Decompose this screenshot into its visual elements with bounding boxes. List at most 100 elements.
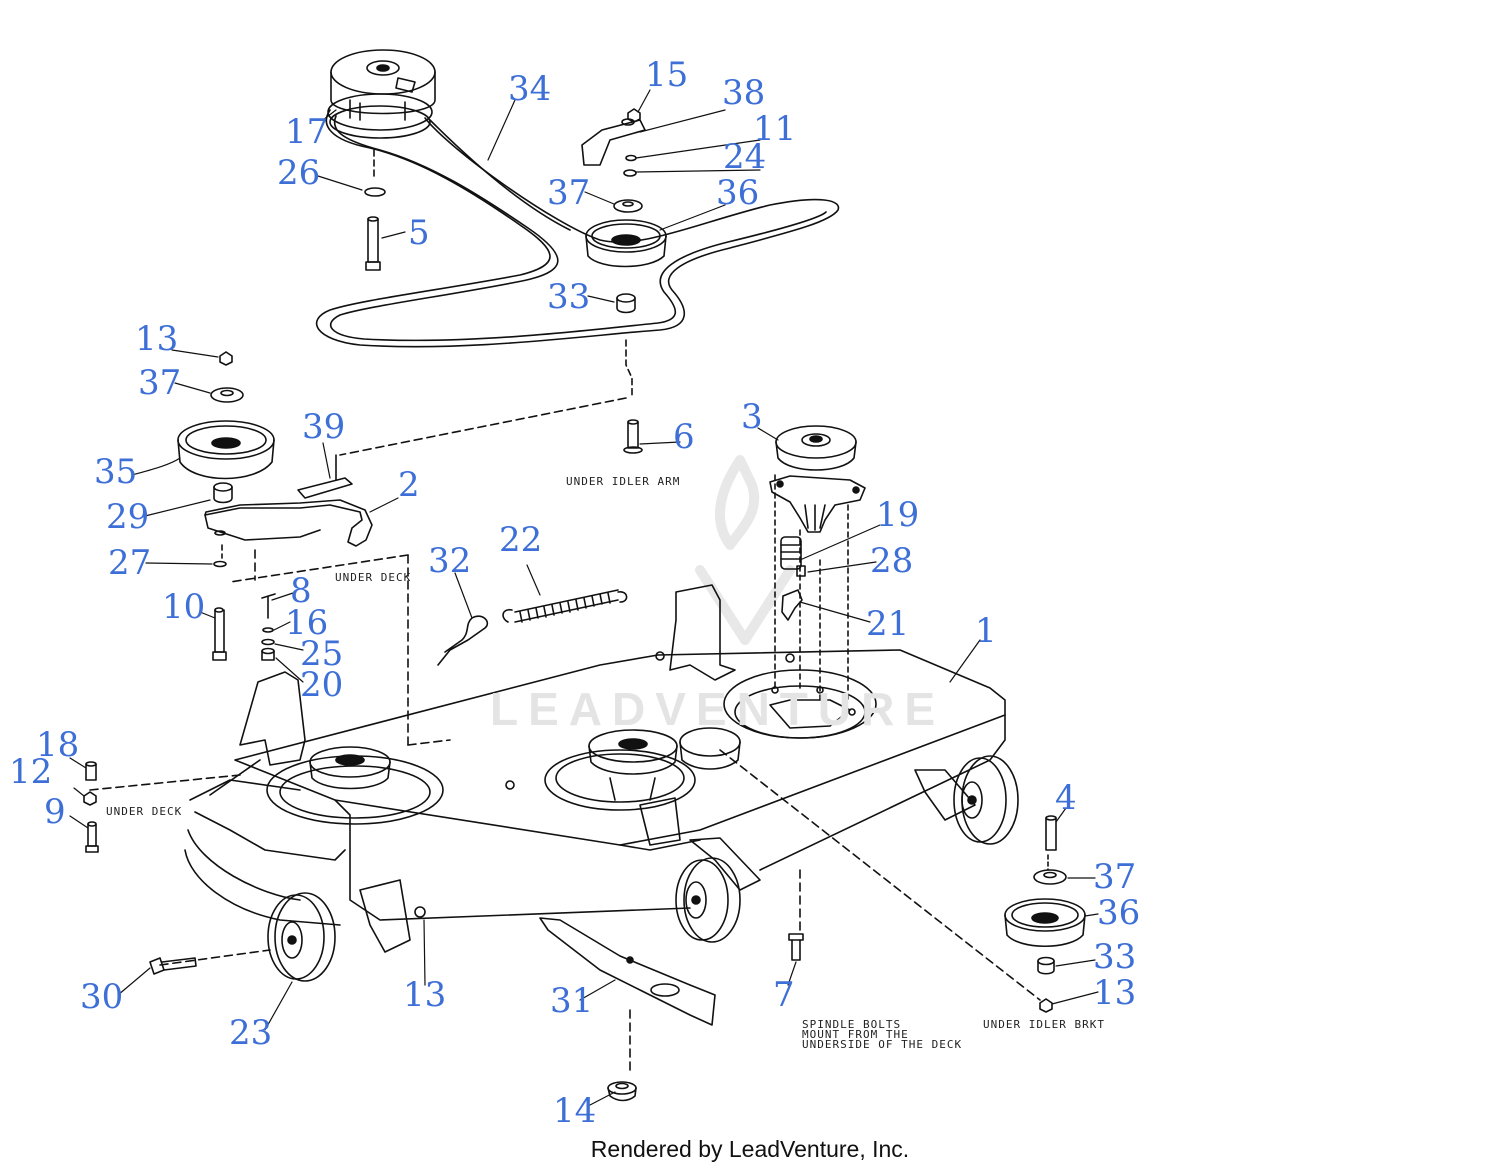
callout-13-right[interactable]: 13 — [1093, 973, 1137, 1013]
callout-15[interactable]: 15 — [645, 55, 689, 95]
callout-36-top[interactable]: 36 — [716, 173, 760, 213]
callout-12[interactable]: 12 — [9, 752, 53, 792]
pin-8 — [261, 593, 276, 619]
callout-29[interactable]: 29 — [106, 497, 150, 537]
deck-bracket-left — [239, 671, 306, 766]
spacer-18 — [85, 761, 97, 781]
bearing-37-right — [1033, 869, 1067, 885]
watermark-logo — [695, 455, 795, 645]
callout-22[interactable]: 22 — [499, 520, 543, 560]
deck-front-bracket — [689, 837, 761, 891]
bolt-9 — [85, 821, 99, 853]
idler-pulley-36-right — [1004, 898, 1086, 948]
rod-32 — [437, 615, 489, 666]
bolt-4 — [1045, 815, 1057, 851]
bolt-5 — [365, 216, 381, 271]
idler-pulley-36-top — [585, 219, 667, 268]
deck-pulley-center — [588, 729, 678, 801]
callout-2[interactable]: 2 — [398, 465, 420, 505]
deck-1 — [184, 649, 1006, 926]
washer-27 — [213, 560, 227, 568]
washer-26 — [364, 187, 386, 197]
callout-37-top[interactable]: 37 — [547, 173, 591, 213]
deck-pulley-left — [309, 746, 391, 790]
callout-17[interactable]: 17 — [285, 112, 329, 152]
idler-arm-2 — [204, 499, 373, 547]
note-under-idler-arm: UNDER IDLER ARM — [566, 475, 681, 488]
callout-25[interactable]: 25 — [300, 634, 344, 674]
callout-10[interactable]: 10 — [162, 587, 206, 627]
callout-33-right[interactable]: 33 — [1093, 937, 1137, 977]
callout-1[interactable]: 1 — [975, 611, 997, 651]
washer-25 — [261, 638, 275, 646]
spacer-24 — [623, 169, 637, 177]
callout-19[interactable]: 19 — [876, 495, 920, 535]
callout-16[interactable]: 16 — [285, 603, 329, 643]
callout-37-left[interactable]: 37 — [138, 363, 182, 403]
deck-bracket-right — [669, 584, 736, 681]
callout-14[interactable]: 14 — [553, 1091, 597, 1131]
callout-20[interactable]: 20 — [300, 665, 344, 705]
washer-16 — [262, 627, 274, 633]
bolt-7 — [788, 933, 804, 961]
bushing-20 — [261, 647, 275, 661]
bearing-37-left — [210, 387, 244, 403]
gauge-wheel-rear — [953, 755, 1019, 845]
callout-38[interactable]: 38 — [722, 73, 766, 113]
callout-36-right[interactable]: 36 — [1097, 893, 1141, 933]
idler-pulley-35 — [177, 420, 275, 480]
deck-clutch-housing — [679, 727, 741, 770]
callout-24[interactable]: 24 — [723, 137, 767, 177]
callout-30[interactable]: 30 — [80, 977, 124, 1017]
gauge-wheel-23 — [267, 892, 336, 982]
bolt-10 — [212, 607, 227, 661]
footer-credit: Rendered by LeadVenture, Inc. — [590, 1136, 910, 1162]
idler-axis-line — [625, 339, 633, 396]
spindle-shaft-19 — [780, 536, 802, 570]
deck-side-bracket — [359, 879, 426, 953]
callout-3[interactable]: 3 — [741, 397, 763, 437]
belt-34 — [316, 109, 840, 348]
callout-21[interactable]: 21 — [866, 604, 910, 644]
spindle-housing — [769, 475, 866, 533]
fitting-21 — [781, 589, 803, 621]
callout-27[interactable]: 27 — [108, 543, 152, 583]
callout-9[interactable]: 9 — [44, 792, 66, 832]
callout-31[interactable]: 31 — [550, 981, 594, 1021]
callout-23[interactable]: 23 — [229, 1013, 273, 1053]
callout-7[interactable]: 7 — [773, 975, 795, 1015]
callout-leaders — [69, 89, 1099, 1106]
nut-15 — [627, 108, 641, 123]
spacer-29 — [213, 482, 233, 504]
dashed-guides — [89, 397, 1041, 1076]
callout-32[interactable]: 32 — [428, 541, 472, 581]
note-spindle-bolts-1: SPINDLE BOLTS — [802, 1018, 902, 1031]
callout-5[interactable]: 5 — [408, 213, 430, 253]
watermark-text: LEADVENTURE — [490, 683, 946, 735]
spring-22 — [502, 589, 628, 623]
callout-18[interactable]: 18 — [36, 725, 80, 765]
callout-13-bottom[interactable]: 13 — [403, 975, 447, 1015]
callout-35[interactable]: 35 — [94, 452, 138, 492]
callout-4[interactable]: 4 — [1055, 778, 1077, 818]
note-under-deck-upper: UNDER DECK — [335, 571, 412, 584]
deck-bracket-center — [639, 797, 681, 846]
callout-11[interactable]: 11 — [753, 109, 797, 149]
callout-28[interactable]: 28 — [870, 541, 914, 581]
nut-13-left — [219, 351, 233, 366]
note-under-idler-brkt: UNDER IDLER BRKT — [983, 1018, 1105, 1031]
callout-34[interactable]: 34 — [508, 69, 552, 109]
blade-31 — [539, 917, 716, 1026]
bracket-39 — [297, 454, 353, 499]
callout-33-top[interactable]: 33 — [547, 277, 591, 317]
callout-8[interactable]: 8 — [290, 571, 312, 611]
callout-37-right[interactable]: 37 — [1093, 857, 1137, 897]
callout-13-left[interactable]: 13 — [135, 319, 179, 359]
callout-6[interactable]: 6 — [673, 417, 695, 457]
spacer-33-top — [616, 293, 636, 314]
callout-39[interactable]: 39 — [302, 407, 346, 447]
clutch-17 — [327, 49, 436, 139]
callout-26[interactable]: 26 — [277, 153, 321, 193]
deck-rear-bracket — [914, 769, 976, 821]
